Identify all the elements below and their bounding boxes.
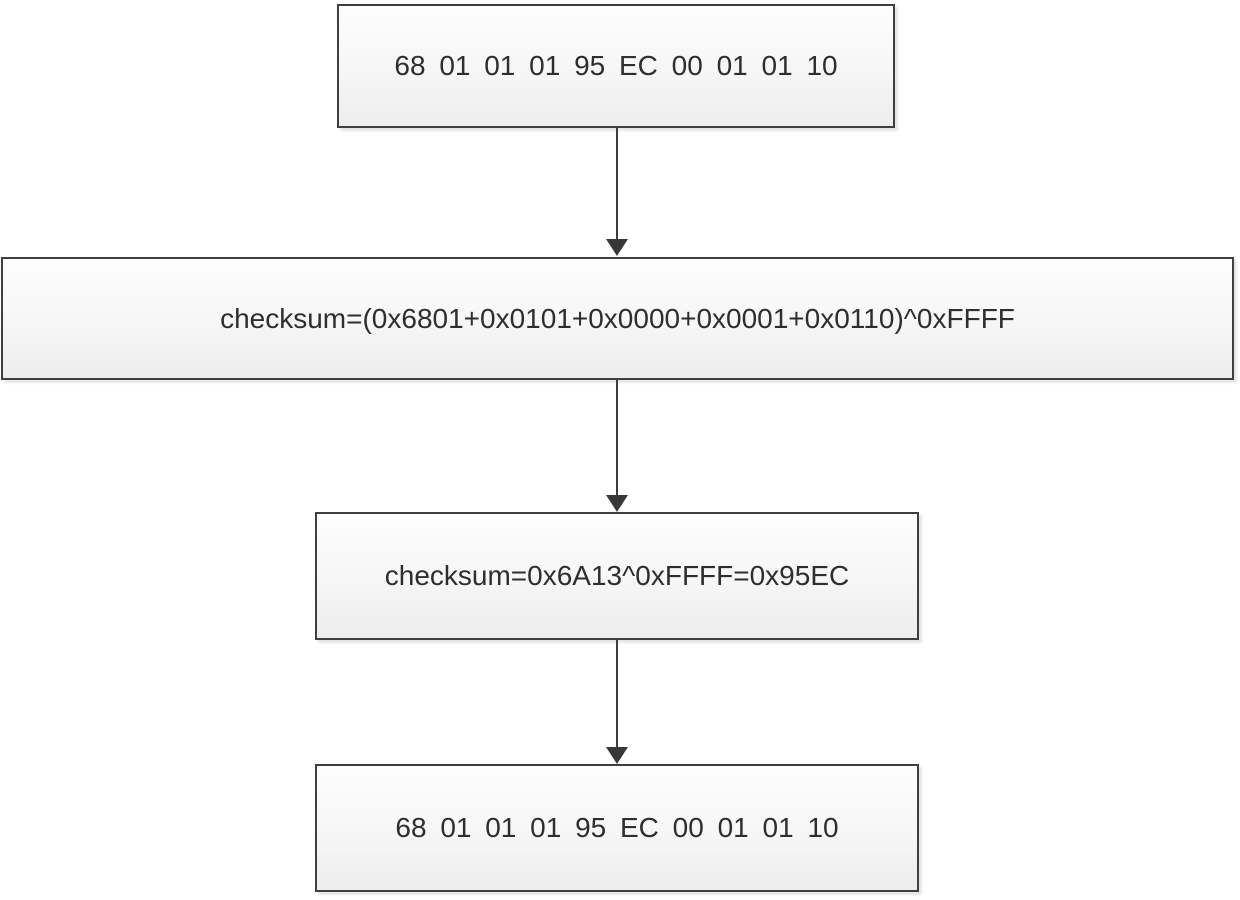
node-checksum-formula: checksum=(0x6801+0x0101+0x0000+0x0001+0x… xyxy=(1,257,1234,380)
node-checksum-result-label: checksum=0x6A13^0xFFFF=0x95EC xyxy=(384,560,850,591)
node-frame-input-label: 68 01 01 01 95 EC 00 01 01 10 xyxy=(394,50,838,81)
arrow-down-1 xyxy=(605,128,629,256)
arrowhead-down-icon xyxy=(606,239,628,256)
node-checksum-result: checksum=0x6A13^0xFFFF=0x95EC xyxy=(315,512,919,640)
node-checksum-formula-label: checksum=(0x6801+0x0101+0x0000+0x0001+0x… xyxy=(220,302,1015,334)
arrow-line xyxy=(616,128,618,239)
arrow-line xyxy=(616,380,618,495)
node-frame-input: 68 01 01 01 95 EC 00 01 01 10 xyxy=(337,4,895,128)
arrow-line xyxy=(616,640,618,747)
arrowhead-down-icon xyxy=(606,495,628,512)
node-frame-output: 68 01 01 01 95 EC 00 01 01 10 xyxy=(315,764,919,892)
node-frame-output-label: 68 01 01 01 95 EC 00 01 01 10 xyxy=(395,812,839,843)
arrow-down-2 xyxy=(605,380,629,512)
arrowhead-down-icon xyxy=(606,747,628,764)
arrow-down-3 xyxy=(605,640,629,764)
